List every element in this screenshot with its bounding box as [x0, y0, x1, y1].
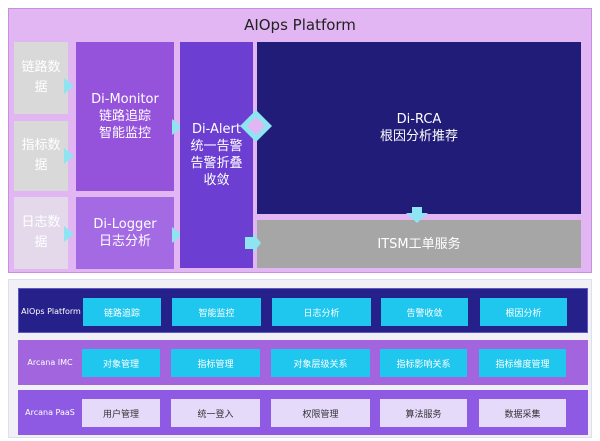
- chip-object-hierarchy[interactable]: 对象层级关系: [271, 349, 370, 377]
- double-arrow-icon: [240, 110, 272, 142]
- chip-metric-management[interactable]: 指标管理: [171, 349, 260, 377]
- chip-log-analysis[interactable]: 日志分析: [272, 298, 371, 326]
- source-metric-data: 指标数据: [14, 121, 68, 191]
- module-di-monitor-name: Di-Monitor: [91, 92, 159, 107]
- module-di-alert-line3: 收敛: [203, 173, 230, 188]
- module-di-rca-name: Di-RCA: [396, 112, 442, 127]
- module-di-logger-line1: 日志分析: [98, 234, 151, 249]
- layer-label: Arcana IMC: [27, 358, 73, 367]
- chip-alert-convergence[interactable]: 告警收敛: [381, 298, 468, 326]
- chip-algorithm-service[interactable]: 算法服务: [380, 399, 467, 427]
- module-di-rca-line1: 根因分析推荐: [379, 129, 458, 144]
- chip-object-management[interactable]: 对象管理: [82, 349, 160, 377]
- arrow-right-icon: [245, 233, 261, 253]
- chip-smart-monitor[interactable]: 智能监控: [172, 298, 261, 326]
- chip-data-collection[interactable]: 数据采集: [479, 399, 566, 427]
- module-di-logger[interactable]: Di-Logger 日志分析: [76, 197, 174, 269]
- layer-label: Arcana PaaS: [25, 408, 75, 417]
- layer-aiops-platform: AIOps Platform 链路追踪 智能监控 日志分析 告警收敛 根因分析: [18, 288, 588, 333]
- arrow-right-icon: [64, 226, 74, 242]
- chip-trace[interactable]: 链路追踪: [83, 298, 161, 326]
- module-di-alert[interactable]: Di-Alert 统一告警 告警折叠 收敛: [180, 42, 253, 268]
- layer-arcana-paas: Arcana PaaS 用户管理 统一登入 权限管理 算法服务 数据采集: [18, 390, 588, 435]
- layer-label: AIOps Platform: [21, 307, 81, 316]
- chip-metric-dimension[interactable]: 指标维度管理: [479, 349, 566, 377]
- module-di-monitor-line2: 智能监控: [98, 126, 151, 141]
- layer-arcana-imc: Arcana IMC 对象管理 指标管理 对象层级关系 指标影响关系 指标维度管…: [18, 340, 588, 385]
- module-di-alert-line1: 统一告警: [190, 139, 243, 154]
- chip-metric-impact[interactable]: 指标影响关系: [380, 349, 467, 377]
- arrow-right-icon: [64, 148, 74, 164]
- arrow-right-icon: [64, 78, 74, 94]
- chip-user-management[interactable]: 用户管理: [82, 399, 160, 427]
- module-di-monitor-line1: 链路追踪: [98, 109, 151, 124]
- arrow-down-icon: [406, 207, 428, 223]
- chip-permission-management[interactable]: 权限管理: [271, 399, 370, 427]
- module-di-alert-line2: 告警折叠: [190, 156, 243, 171]
- module-itsm[interactable]: ITSM工单服务: [257, 220, 581, 268]
- module-di-logger-name: Di-Logger: [93, 217, 157, 232]
- arrow-right-icon: [172, 119, 182, 135]
- module-di-monitor[interactable]: Di-Monitor 链路追踪 智能监控: [76, 42, 174, 191]
- arrow-right-icon: [172, 227, 182, 243]
- module-di-rca[interactable]: Di-RCA 根因分析推荐: [257, 42, 581, 214]
- chip-unified-login[interactable]: 统一登入: [171, 399, 260, 427]
- platform-title: AIOps Platform: [244, 16, 356, 34]
- module-di-alert-name: Di-Alert: [192, 122, 241, 137]
- source-trace-data: 链路数据: [14, 42, 68, 114]
- source-log-data: 日志数据: [14, 197, 68, 269]
- chip-root-cause[interactable]: 根因分析: [480, 298, 567, 326]
